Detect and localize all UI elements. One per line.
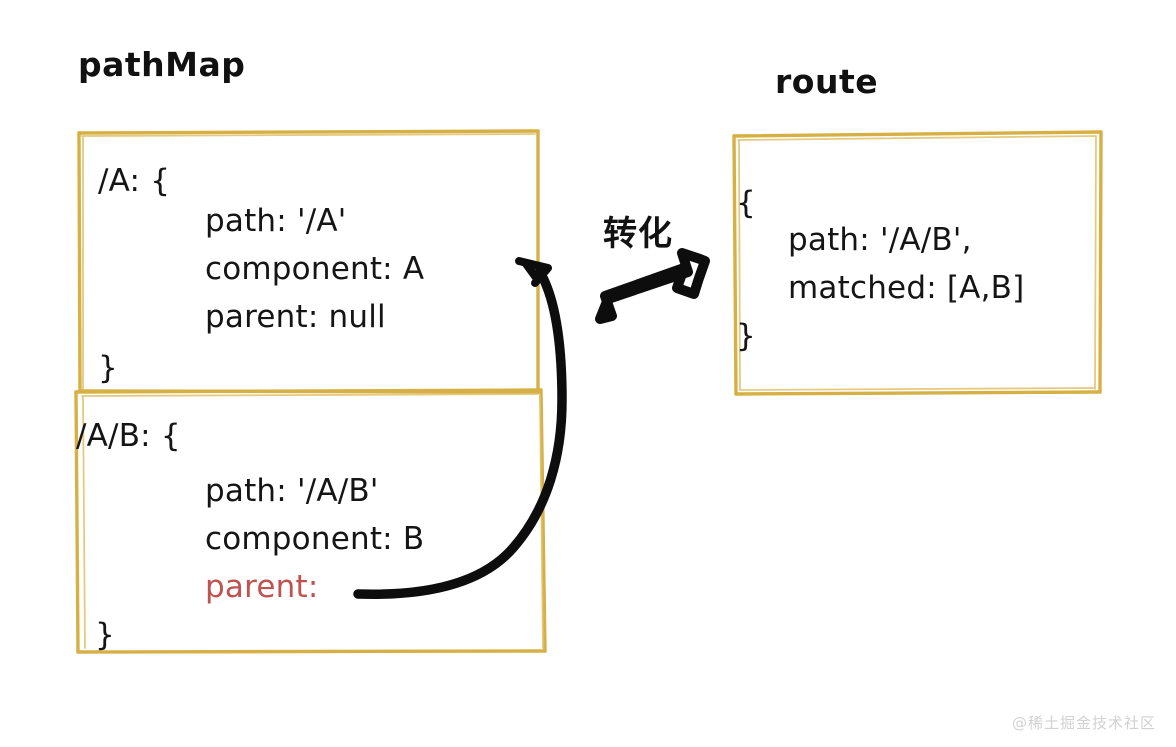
pathmap-entry-a-path: path: '/A' [205,203,347,239]
route-box-overstroke [737,135,1097,391]
transform-arrow-label: 转化 [603,214,673,254]
pathmap-entry-ab-component: component: B [205,521,425,557]
pathmap-title: pathMap [78,45,246,84]
route-path: path: '/A/B', [788,222,972,258]
route-title: route [775,62,879,101]
route-matched: matched: [A,B] [788,270,1025,306]
pathmap-entry-a-parent: parent: null [205,299,386,335]
pathmap-entry-ab-close: } [95,617,115,653]
block-arrow-up-right-icon [595,248,710,324]
pathmap-entry-a-close: } [98,350,118,386]
route-box [732,130,1103,396]
watermark: @稀土掘金技术社区 [1011,714,1156,732]
pathmap-entry-ab-path: path: '/A/B' [205,473,379,509]
pathmap-entry-ab-parent: parent: [205,569,319,605]
route-open-brace: { [736,185,756,221]
pathmap-entry-ab-key: /A/B: { [76,418,181,454]
pathmap-entry-a-key: /A: { [98,163,171,199]
pathmap-entry-a-component: component: A [205,251,425,287]
route-close-brace: } [736,318,756,354]
